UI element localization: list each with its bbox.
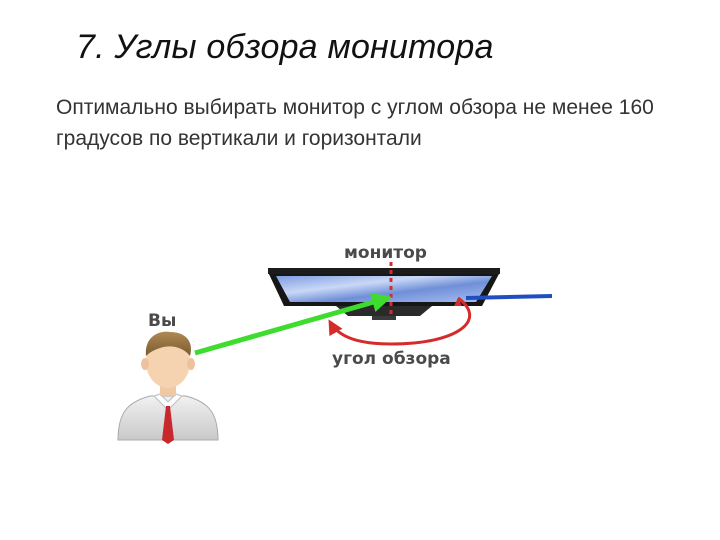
viewing-angle-arc <box>328 296 472 346</box>
monitor-label: монитор <box>344 243 427 263</box>
sight-line-arrow <box>194 292 392 356</box>
slide-body-text: Оптимально выбирать монитор с углом обзо… <box>56 96 654 150</box>
screen-axis-line <box>465 294 553 300</box>
viewing-angle-arc-head <box>454 298 462 306</box>
monitor-icon <box>268 268 500 320</box>
slide-title: 7. Углы обзора монитора <box>76 28 494 66</box>
person-icon <box>117 331 219 444</box>
you-label: Вы <box>148 311 176 331</box>
viewing-angle-label: угол обзора <box>332 349 451 369</box>
